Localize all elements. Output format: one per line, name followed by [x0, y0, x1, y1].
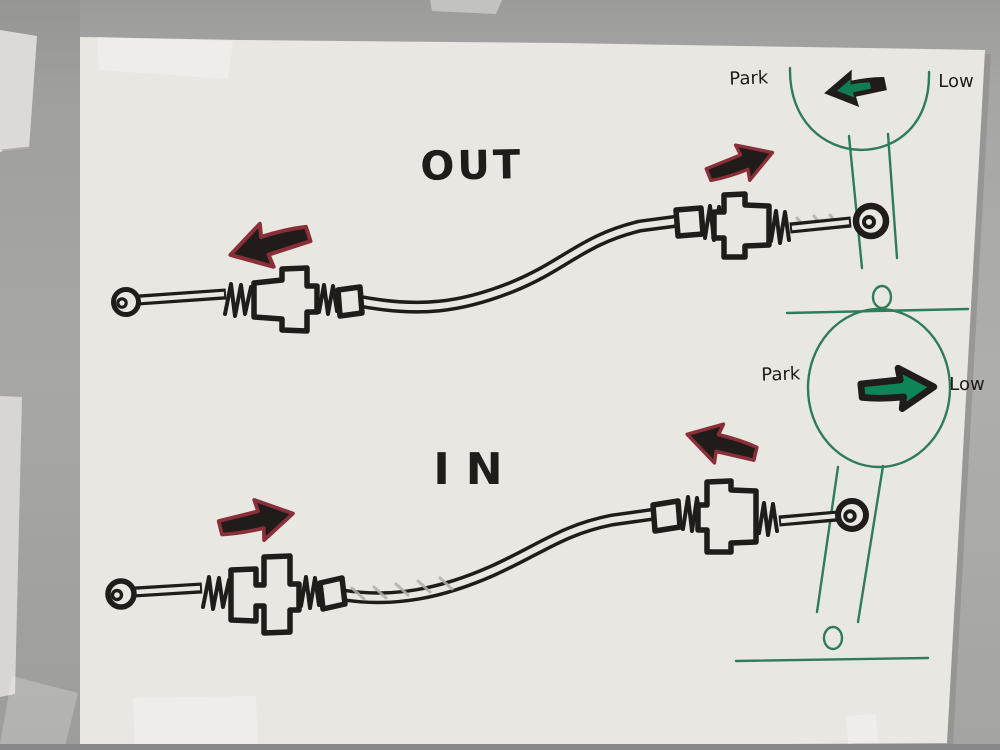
shift-rod-line-right [856, 464, 885, 624]
tape-top-center [430, 0, 502, 14]
neighbor-paper-top-left [0, 30, 37, 152]
out-cable-right-spring [769, 209, 791, 245]
out-cable-right-eyelet [852, 202, 890, 240]
out-cable-right-connector [711, 191, 772, 260]
out-label: OUT [420, 142, 524, 190]
neighbor-paper-bottom-left [0, 396, 22, 697]
dial-circle [806, 307, 952, 469]
neighbor-paper-shadow [1, 146, 30, 153]
in-cable-left-eyelet [105, 578, 137, 610]
in-label: IN [433, 444, 518, 495]
in-cable-right-connector [695, 478, 759, 555]
in-cable-right-rod-core [780, 513, 837, 524]
in-cable-left-ferrule [317, 575, 348, 612]
out-cable [111, 191, 890, 334]
pivot-circle [822, 625, 844, 651]
in-cable-shading [350, 576, 454, 601]
out-cable-right-rod-core [791, 219, 850, 231]
out-cable-left-connector [251, 265, 320, 334]
shift-column-line-right [886, 132, 899, 260]
tape-top-left [97, 37, 233, 79]
tape-bottom-right [846, 714, 878, 744]
in-cable-right-eyelet [835, 498, 869, 532]
low-label-top: Low [938, 71, 973, 92]
in-cable-left-rod-core [135, 585, 201, 595]
in-cable-right-spring [757, 501, 779, 537]
in-cable [105, 478, 869, 636]
out-cable-left-eyelet [111, 287, 141, 317]
park-label-top: Park [729, 67, 769, 89]
baseboard-strip [0, 744, 1000, 750]
in-cable-left-connector [228, 553, 302, 636]
in-section: IN [105, 413, 869, 636]
in-cable-left-inner-spring [299, 575, 321, 610]
park-label-bottom: Park [761, 363, 801, 385]
in-cable-right-eyelet-hole [843, 509, 857, 523]
in-cable-right-ferrule [650, 498, 683, 534]
dial-crossbar [785, 307, 970, 315]
shift-rod-line-left [815, 465, 840, 614]
out-cable-left-eyelet-hole [116, 297, 128, 309]
out-section: OUT Park Low [111, 66, 974, 334]
out-cable-left-rod-core [139, 291, 225, 303]
in-cable-left-eyelet-hole [110, 588, 124, 602]
out-cable-left-spring [223, 282, 253, 318]
in-cable-left-spring [201, 575, 231, 611]
out-cable-left-inner-spring [317, 283, 339, 316]
low-label-bottom: Low [949, 374, 984, 395]
shift-column-line-left [847, 134, 864, 270]
out-cable-left-ferrule [335, 284, 365, 319]
tape-bottom-center [133, 696, 258, 750]
out-cable-right-ferrule [673, 205, 706, 239]
dial-arc [788, 66, 931, 151]
gear-indicator-bottom: Park Low [734, 284, 985, 663]
base-line [734, 656, 930, 663]
in-cable-housing-core [342, 511, 656, 601]
out-cable-right-eyelet-hole [862, 215, 876, 229]
gear-indicator-top: Park Low [729, 66, 974, 270]
tape-bottom-left [0, 676, 78, 750]
paper-edge-shadow [947, 53, 991, 745]
out-cable-housing-core [357, 218, 679, 311]
